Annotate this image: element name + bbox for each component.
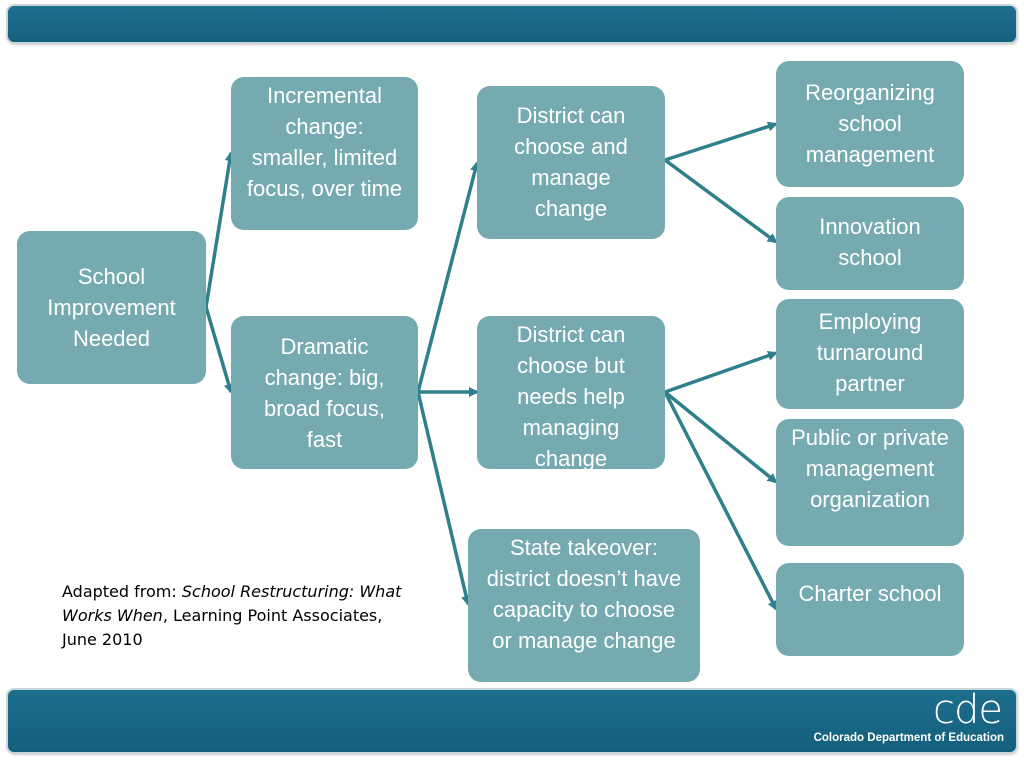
source-citation: Adapted from: School Restructuring: What… bbox=[62, 580, 422, 652]
arrow-dramatic-to-state-takeover bbox=[416, 391, 472, 606]
arrow-help-to-charter bbox=[663, 391, 778, 611]
arrow-help-to-public-private bbox=[663, 390, 778, 484]
cde-logo: cde bbox=[933, 687, 1003, 733]
citation-prefix: Adapted from: bbox=[62, 582, 182, 601]
node-label: School Improvement Needed bbox=[47, 264, 176, 351]
node-label: Charter school bbox=[798, 581, 942, 606]
node-label: Incremental change: smaller, limited foc… bbox=[246, 83, 403, 201]
node-label: Reorganizing school management bbox=[805, 80, 935, 167]
node-reorganizing: Reorganizing school management bbox=[776, 61, 964, 187]
footer-bar: cde Colorado Department of Education bbox=[8, 690, 1016, 752]
node-state-takeover: State takeover: district doesn’t have ca… bbox=[468, 529, 700, 682]
node-label: Innovation school bbox=[819, 214, 921, 270]
node-label: District can choose but needs help manag… bbox=[516, 322, 626, 471]
header-bar bbox=[8, 6, 1016, 42]
node-employing-partner: Employing turnaround partner bbox=[776, 299, 964, 409]
node-label: District can choose and manage change bbox=[514, 103, 628, 221]
node-public-private: Public or private management organizatio… bbox=[776, 419, 964, 546]
citation-title: School Restructuring: What Works When bbox=[62, 582, 402, 625]
arrow-manage-to-innovation bbox=[663, 158, 778, 244]
node-label: Public or private management organizatio… bbox=[791, 425, 949, 512]
arrow-manage-to-reorganizing bbox=[664, 121, 778, 162]
node-label: Employing turnaround partner bbox=[816, 309, 924, 396]
org-name: Colorado Department of Education bbox=[813, 732, 1004, 744]
arrow-help-to-employing bbox=[664, 350, 778, 394]
arrow-root-to-dramatic bbox=[204, 306, 234, 394]
node-incremental-change: Incremental change: smaller, limited foc… bbox=[231, 77, 418, 230]
node-dramatic-change: Dramatic change: big, broad focus, fast bbox=[231, 316, 418, 469]
node-label: State takeover: district doesn’t have ca… bbox=[486, 535, 682, 653]
node-school-improvement: School Improvement Needed bbox=[17, 231, 206, 384]
node-district-choose-manage: District can choose and manage change bbox=[477, 86, 665, 239]
node-innovation-school: Innovation school bbox=[776, 197, 964, 290]
node-charter-school: Charter school bbox=[776, 563, 964, 656]
node-district-choose-help: District can choose but needs help manag… bbox=[477, 316, 665, 471]
arrow-root-to-incremental bbox=[204, 151, 235, 308]
node-label: Dramatic change: big, broad focus, fast bbox=[263, 334, 386, 452]
citation-suffix: , Learning Point Associates, June 2010 bbox=[62, 606, 383, 649]
arrow-dramatic-to-district-manage bbox=[416, 161, 480, 393]
